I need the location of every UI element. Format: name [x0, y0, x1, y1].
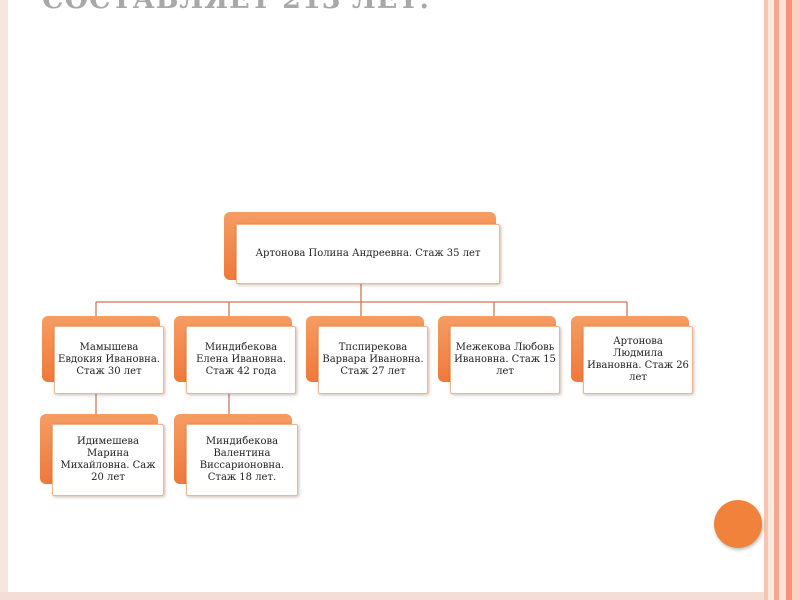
node-label: Артонова Людмила Ивановна. Стаж 26 лет	[587, 336, 689, 383]
org-node-level2: Межекова Любовь Ивановна. Стаж 15 лет	[438, 316, 560, 394]
decorative-stripes	[764, 0, 800, 600]
node-label: Артонова Полина Андреевна. Стаж 35 лет	[255, 248, 481, 259]
node-label: Межекова Любовь Ивановна. Стаж 15 лет	[454, 342, 556, 377]
node-label: Идимешева Марина Михайловна. Саж 20 лет	[60, 436, 156, 483]
node-label-box: Тпспирекова Варвара Ивановна. Стаж 27 ле…	[318, 326, 428, 394]
org-node-level3: Миндибекова Валентина Виссарионовна. Ста…	[174, 414, 298, 496]
left-frame-border	[0, 0, 8, 600]
slide-title-fragment: СОСТАВЛЯЕТ 213 ЛЕТ.	[42, 0, 430, 15]
org-node-level2: Миндибекова Елена Ивановна. Стаж 42 года	[174, 316, 296, 394]
org-node-root: Артонова Полина Андреевна. Стаж 35 лет	[224, 212, 500, 284]
node-label-box: Артонова Людмила Ивановна. Стаж 26 лет	[583, 326, 693, 394]
decorative-orange-circle	[714, 500, 762, 548]
node-label: Тпспирекова Варвара Ивановна. Стаж 27 ле…	[322, 342, 424, 377]
org-node-level2: Мамышева Евдокия Ивановна. Стаж 30 лет	[42, 316, 164, 394]
node-label-box: Миндибекова Елена Ивановна. Стаж 42 года	[186, 326, 296, 394]
node-label: Миндибекова Елена Ивановна. Стаж 42 года	[196, 342, 286, 377]
node-label-box: Артонова Полина Андреевна. Стаж 35 лет	[236, 224, 500, 284]
node-label-box: Идимешева Марина Михайловна. Саж 20 лет	[52, 424, 164, 496]
node-label: Мамышева Евдокия Ивановна. Стаж 30 лет	[58, 342, 160, 377]
org-node-level2: Тпспирекова Варвара Ивановна. Стаж 27 ле…	[306, 316, 428, 394]
node-label-box: Межекова Любовь Ивановна. Стаж 15 лет	[450, 326, 560, 394]
org-node-level2: Артонова Людмила Ивановна. Стаж 26 лет	[571, 316, 693, 394]
org-node-level3: Идимешева Марина Михайловна. Саж 20 лет	[40, 414, 164, 496]
node-label: Миндибекова Валентина Виссарионовна. Ста…	[199, 436, 285, 483]
node-label-box: Миндибекова Валентина Виссарионовна. Ста…	[186, 424, 298, 496]
bottom-frame-border	[0, 592, 770, 600]
node-label-box: Мамышева Евдокия Ивановна. Стаж 30 лет	[54, 326, 164, 394]
